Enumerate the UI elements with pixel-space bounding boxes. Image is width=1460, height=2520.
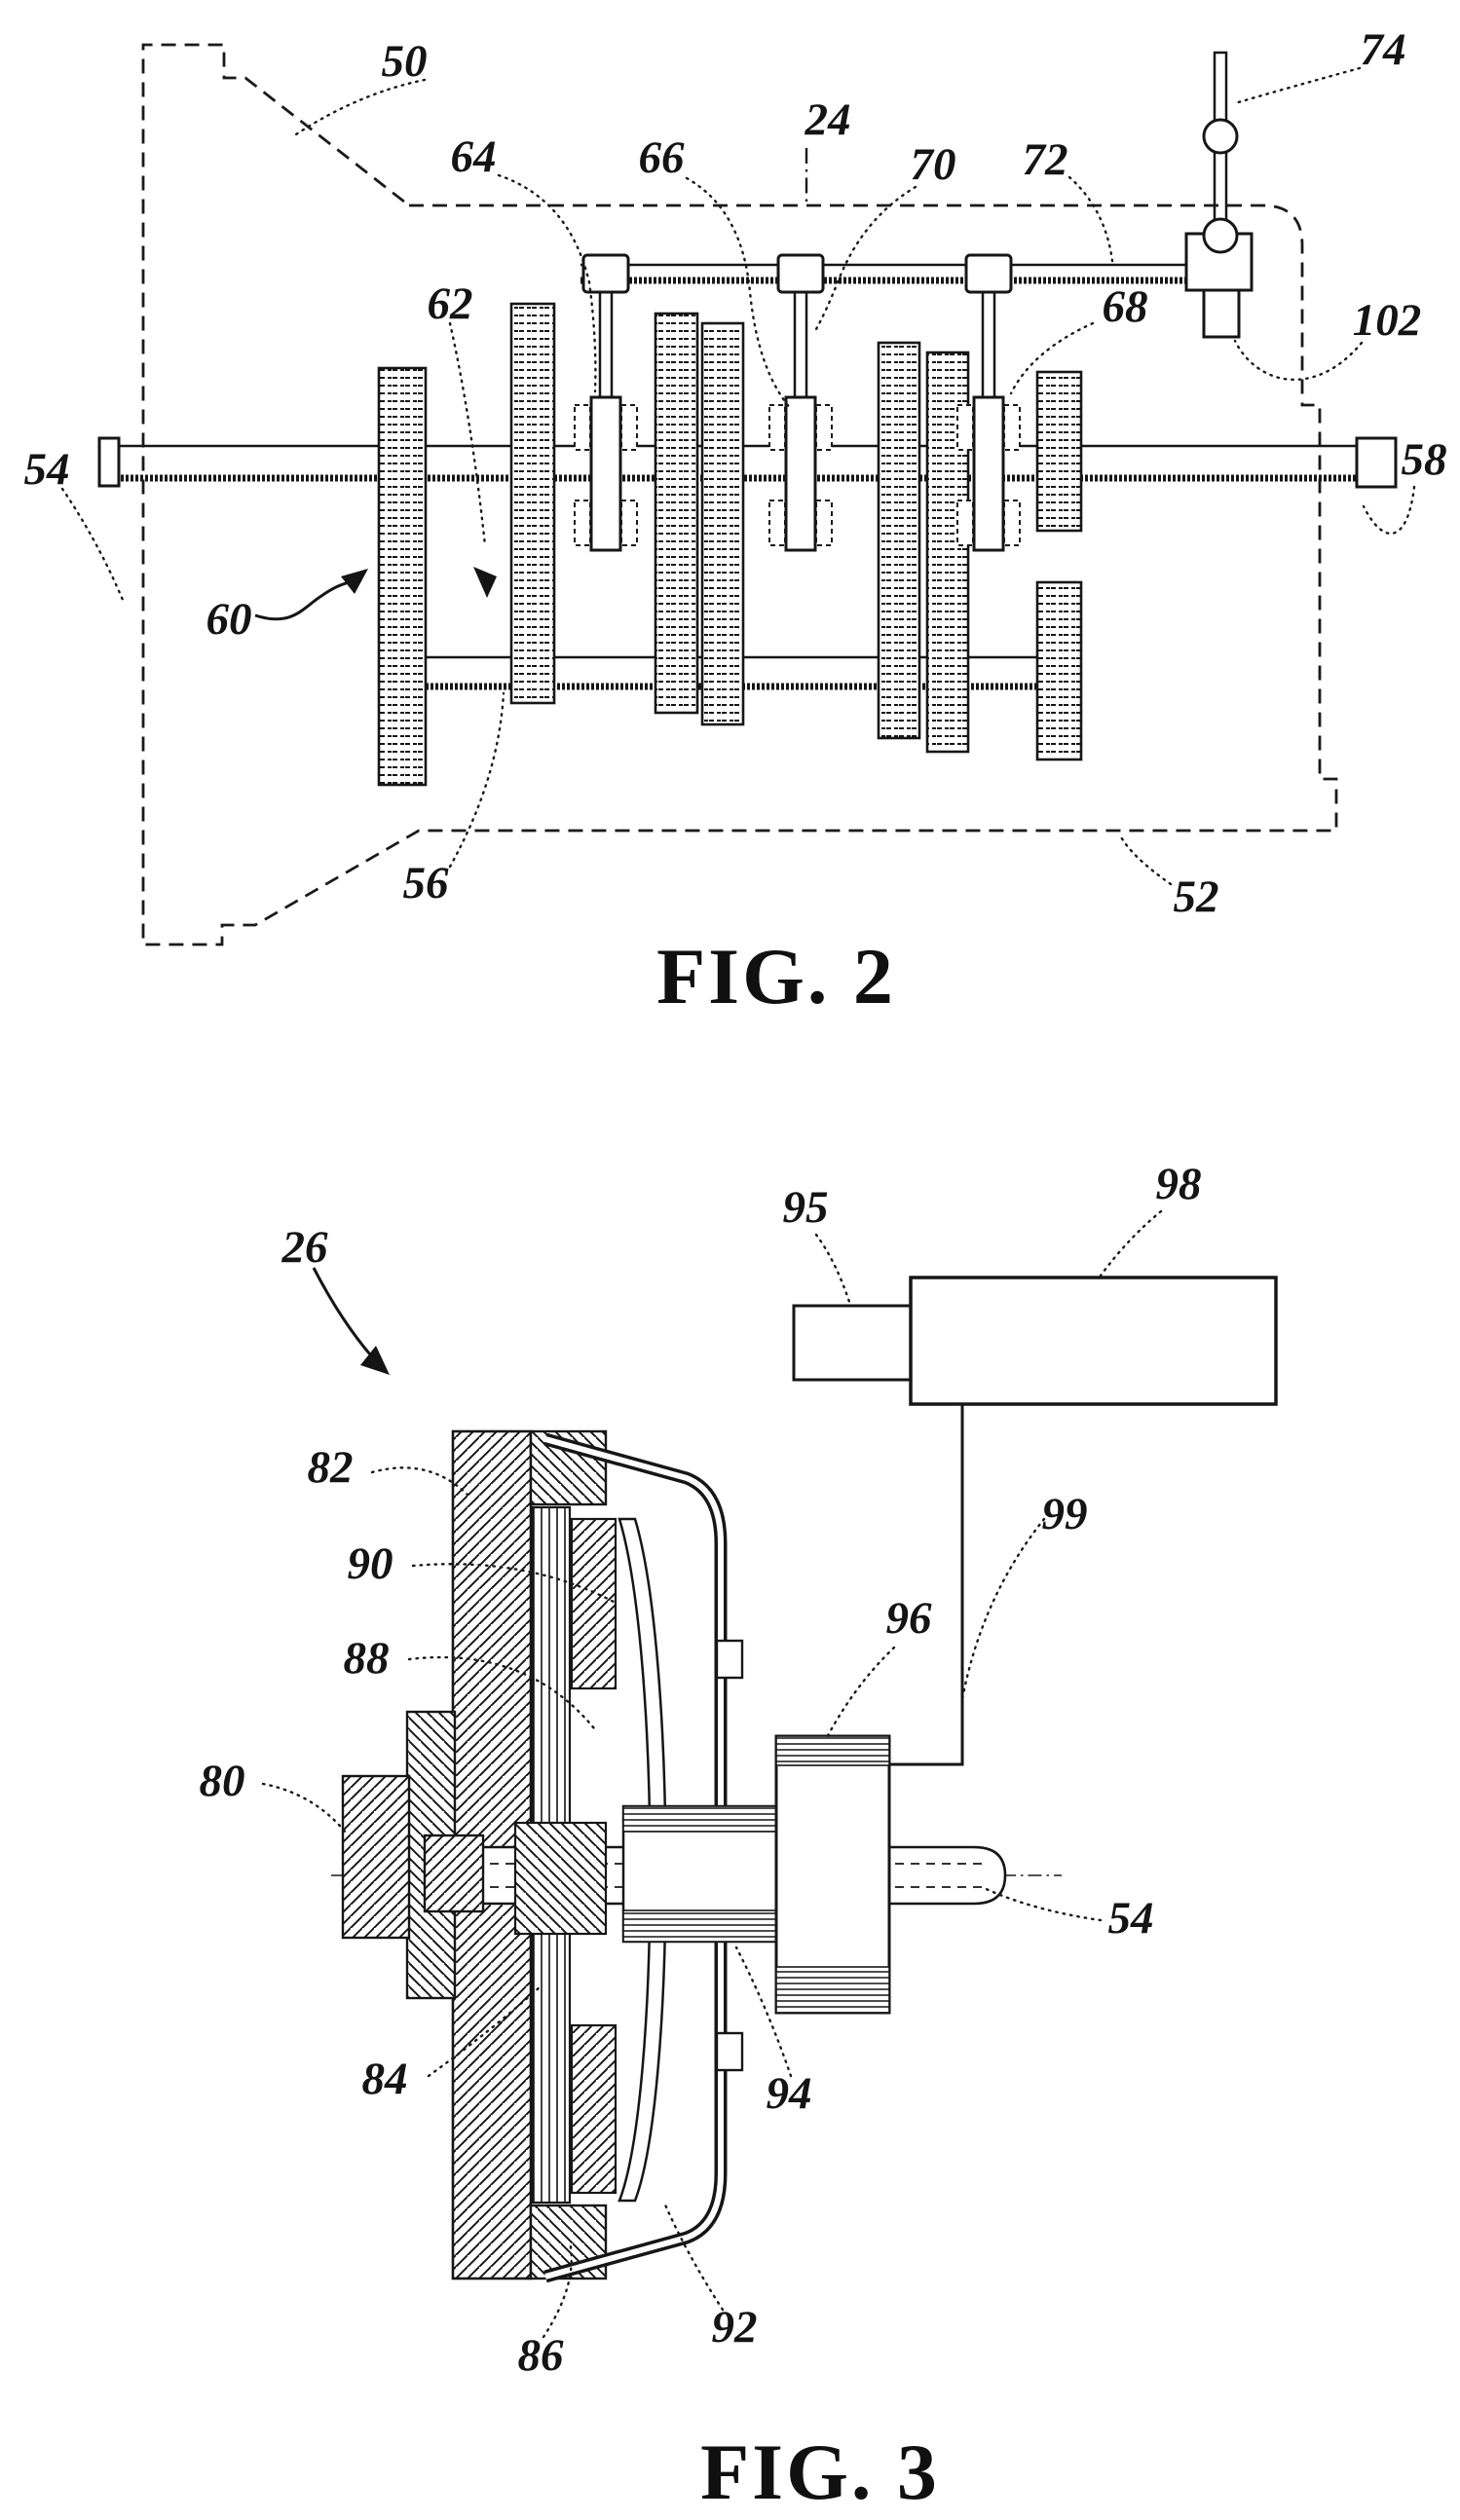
shift-fork-cap-2 xyxy=(776,253,825,294)
shaft-hub-collar xyxy=(423,1834,485,1913)
figure-2-caption: FIG. 2 xyxy=(656,932,896,1020)
leader-84 xyxy=(427,1984,543,2078)
leader-94 xyxy=(734,1946,793,2078)
actuator-port-box xyxy=(792,1304,913,1382)
leader-99 xyxy=(960,1517,1046,1701)
ref-label-58: 58 xyxy=(1402,434,1447,485)
ref-label-88: 88 xyxy=(344,1633,390,1684)
ref-label-74: 74 xyxy=(1361,24,1406,75)
ref-label-90: 90 xyxy=(348,1538,393,1589)
leader-80 xyxy=(261,1782,348,1834)
ref-label-68: 68 xyxy=(1103,281,1148,332)
ref-label-66: 66 xyxy=(639,132,686,183)
shift-fork-stem-1 xyxy=(598,286,614,403)
leader-82 xyxy=(370,1466,469,1497)
shift-fork-cap-1 xyxy=(581,253,630,294)
cover-tab-lower xyxy=(715,2031,744,2072)
synchronizer-3 xyxy=(956,395,1021,552)
diaphragm-spring-fingers xyxy=(618,1517,667,2203)
ref-label-56: 56 xyxy=(403,858,450,908)
disc-hub xyxy=(513,1821,608,1936)
gear-6-lower xyxy=(1035,580,1083,761)
ref-label-92: 92 xyxy=(712,2302,758,2353)
leader-68 xyxy=(1009,321,1095,395)
leader-96 xyxy=(824,1646,896,1741)
ref-label-70: 70 xyxy=(911,139,956,190)
ref-label-60: 60 xyxy=(206,594,252,645)
transmission-housing-outline xyxy=(141,43,1338,946)
arrowhead-62 xyxy=(473,567,497,598)
pressure-plate-lower xyxy=(570,2023,618,2195)
ref-label-98: 98 xyxy=(1156,1159,1202,1209)
ref-label-54-fig2: 54 xyxy=(24,444,70,495)
output-shaft-end-cap xyxy=(1355,436,1398,489)
leader-95 xyxy=(814,1233,851,1304)
leader-90 xyxy=(411,1563,616,1604)
ref-label-64: 64 xyxy=(451,131,497,182)
leader-58 xyxy=(1362,485,1416,535)
leader-74 xyxy=(1233,66,1362,105)
leader-26 xyxy=(312,1267,378,1363)
leader-92 xyxy=(662,2201,725,2312)
cover-tab-upper xyxy=(715,1639,744,1680)
leader-98 xyxy=(1099,1209,1163,1278)
ref-label-26: 26 xyxy=(281,1222,329,1273)
leader-62 xyxy=(448,321,487,547)
ref-label-62: 62 xyxy=(428,278,473,329)
synchronizer-1 xyxy=(574,395,638,552)
ref-label-86: 86 xyxy=(518,2330,565,2381)
leader-64 xyxy=(497,173,597,393)
ref-label-102: 102 xyxy=(1353,295,1422,346)
ref-label-96: 96 xyxy=(886,1593,933,1644)
ref-label-95: 95 xyxy=(783,1182,829,1233)
actuator-stub xyxy=(1202,288,1241,339)
ref-label-50: 50 xyxy=(382,36,428,87)
shift-fork-stem-3 xyxy=(981,286,996,403)
shift-fork-cap-3 xyxy=(964,253,1013,294)
pressure-plate-upper xyxy=(570,1517,618,1690)
ref-label-54-fig3: 54 xyxy=(1108,1893,1154,1944)
gear-input-pair xyxy=(377,366,428,787)
figure-3-drawing: 26 82 90 88 80 84 86 92 94 96 95 98 99 5… xyxy=(200,1159,1278,2516)
leader-70 xyxy=(814,185,917,331)
crank-hub-outer xyxy=(341,1774,411,1940)
leader-54 xyxy=(60,487,125,602)
leader-54-fig3 xyxy=(980,1885,1103,1922)
leader-50 xyxy=(294,78,427,136)
ref-label-80: 80 xyxy=(200,1756,245,1806)
figure-2-drawing: 50 24 64 66 70 72 74 102 58 68 62 54 60 … xyxy=(24,24,1447,1020)
gear-3 xyxy=(700,321,745,726)
ref-label-94: 94 xyxy=(767,2068,812,2119)
figure-3-caption: FIG. 3 xyxy=(700,2427,940,2516)
input-shaft-end-cap xyxy=(97,436,121,488)
ref-label-99: 99 xyxy=(1042,1489,1088,1539)
shift-lever-pivot-ball xyxy=(1202,118,1239,155)
gear-4 xyxy=(877,341,921,740)
gear-6-upper xyxy=(1035,370,1083,533)
release-sleeve xyxy=(621,1804,778,1944)
ref-label-52: 52 xyxy=(1174,871,1219,922)
ref-label-84: 84 xyxy=(362,2054,408,2104)
gear-1 xyxy=(509,302,556,705)
leader-102 xyxy=(1233,339,1364,381)
shift-lever-lower-ball xyxy=(1202,217,1239,254)
ref-label-82: 82 xyxy=(308,1442,354,1493)
shift-fork-stem-2 xyxy=(793,286,808,403)
synchronizer-2 xyxy=(768,395,833,552)
leader-60 xyxy=(254,578,354,621)
gear-2 xyxy=(654,312,699,715)
leader-72 xyxy=(1067,175,1114,263)
leader-56 xyxy=(448,691,505,869)
leader-52 xyxy=(1118,834,1173,886)
clutch-actuator-box xyxy=(909,1276,1278,1406)
actuator-link-line xyxy=(889,1404,964,1766)
release-bearing-block xyxy=(774,1734,891,2015)
ref-label-24: 24 xyxy=(805,94,851,145)
arrowhead-26 xyxy=(360,1346,390,1375)
leader-66 xyxy=(685,176,793,411)
arrowhead-60 xyxy=(341,569,368,594)
ref-label-72: 72 xyxy=(1023,134,1068,185)
